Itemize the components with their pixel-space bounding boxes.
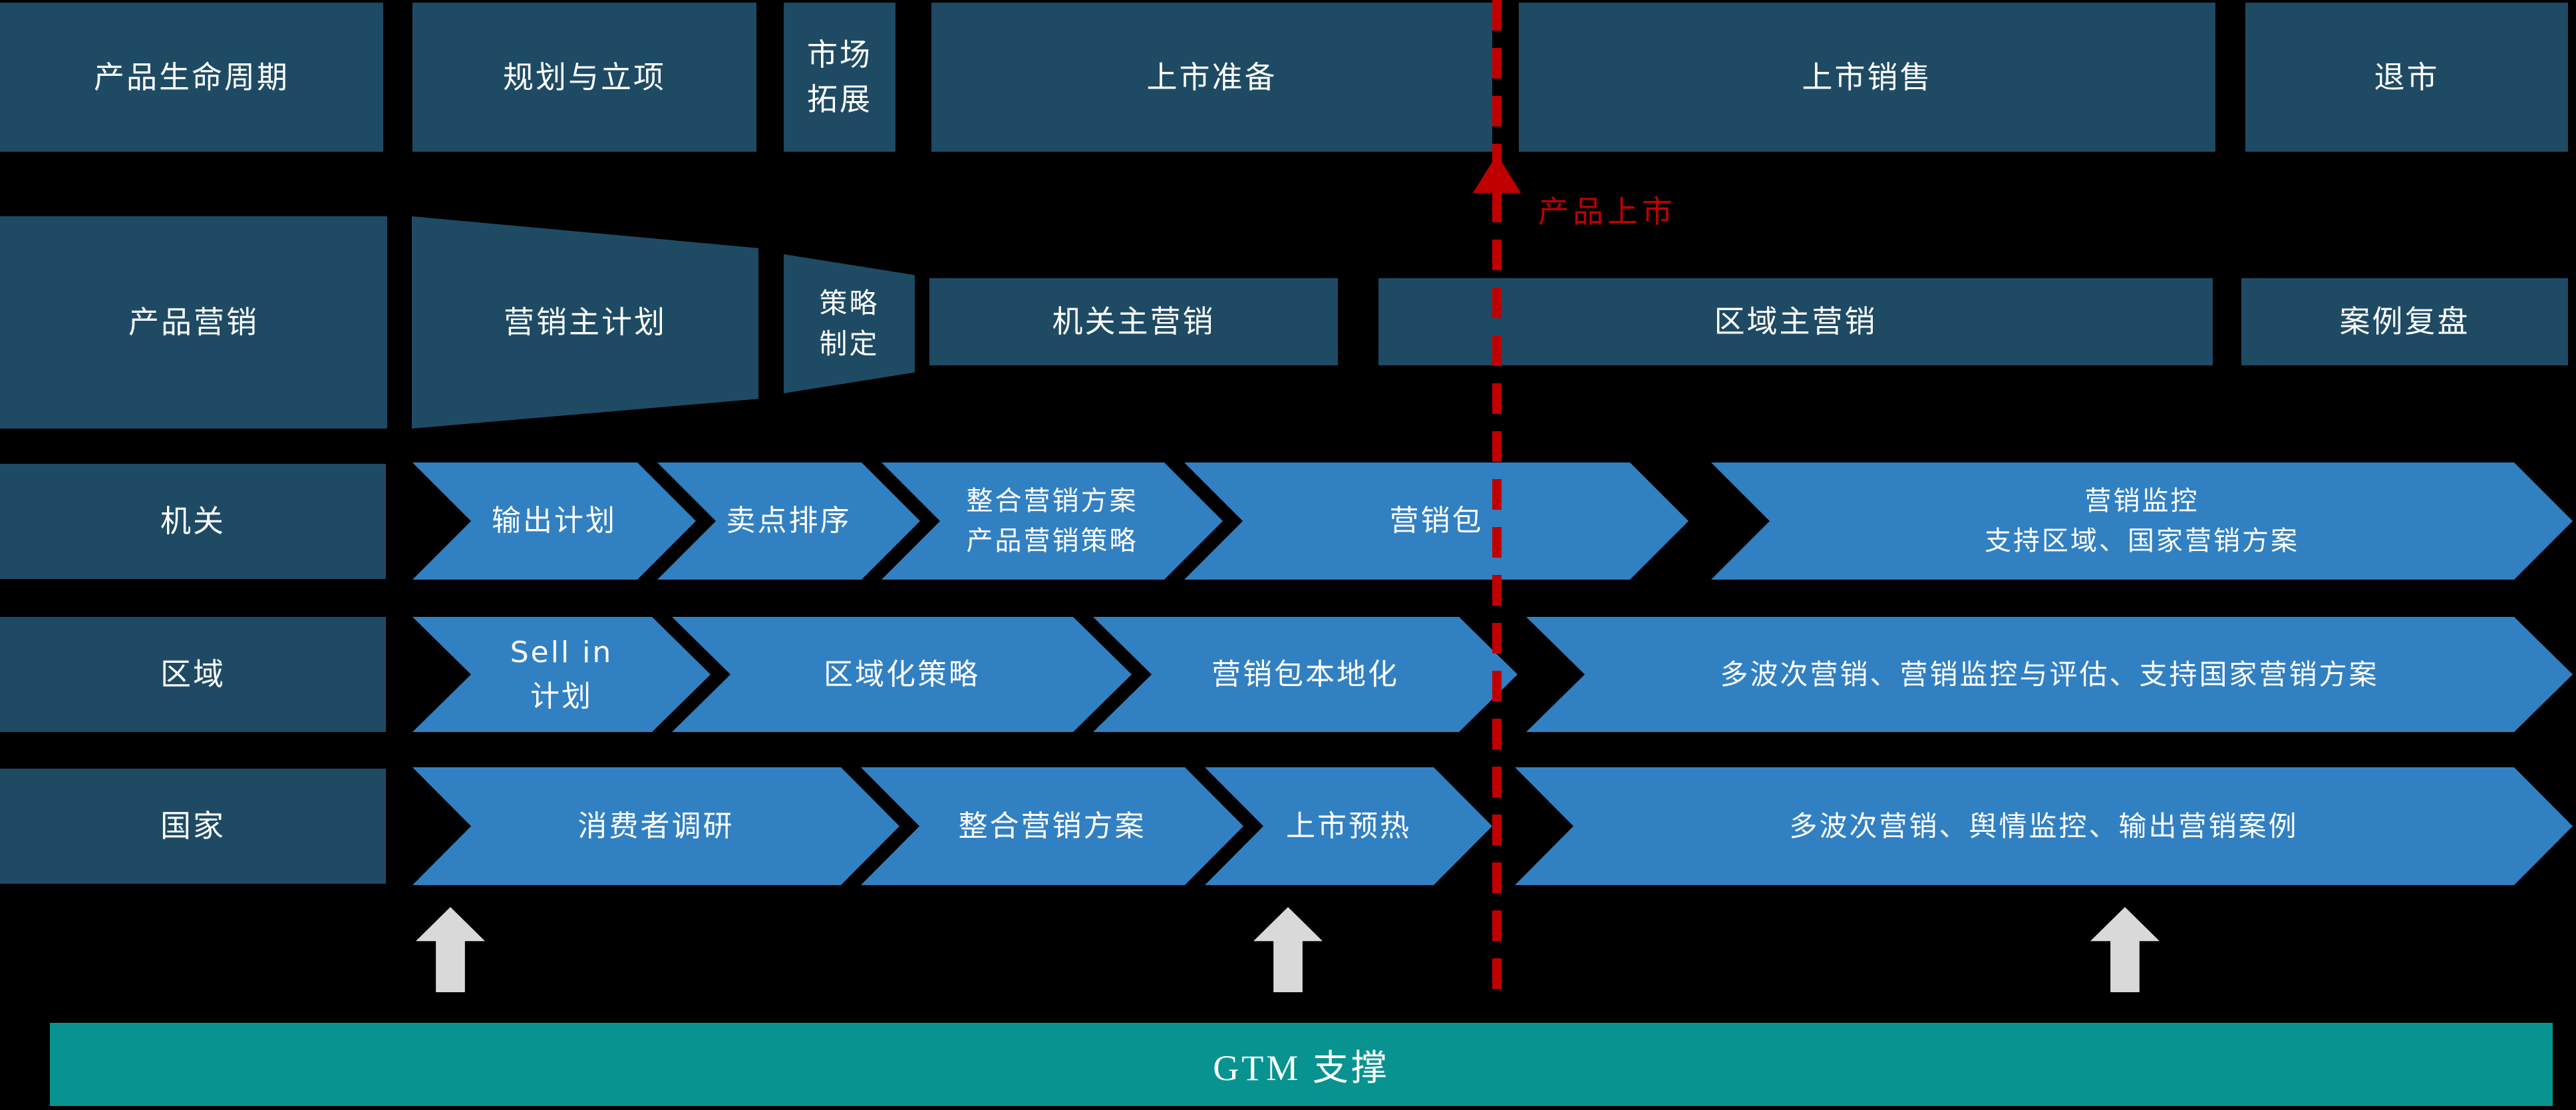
- case-review-label: 案例复盘: [2339, 303, 2470, 340]
- chevron-launch-preheat-label: 上市预热: [1286, 809, 1411, 843]
- gtm-up-arrow-icon: [2090, 907, 2160, 992]
- gtm-up-arrow-icon: [1253, 907, 1323, 992]
- lifecycle-header: 产品生命周期: [0, 3, 383, 152]
- stage-launch-sales: 上市销售: [1519, 3, 2215, 152]
- marketing-master-plan: 营销主计划: [412, 216, 758, 429]
- hq-led-marketing: 机关主营销: [929, 278, 1338, 365]
- chevron-selling-point-ranking-label: 卖点排序: [726, 504, 852, 538]
- chevron-sell-in-plan-line1: Sell in: [510, 635, 613, 669]
- region-row-header-label: 区域: [160, 656, 226, 693]
- stage-launch-prep: 上市准备: [931, 3, 1492, 152]
- region-led-marketing-label: 区域主营销: [1714, 303, 1877, 340]
- strategy-formulation: 策略 制定: [784, 254, 915, 393]
- chevron-integrated-line1: 整合营销方案: [966, 486, 1138, 516]
- chevron-marketing-package: 营销包: [1184, 462, 1689, 580]
- region-row-header: 区域: [0, 617, 386, 732]
- chevron-launch-preheat: 上市预热: [1205, 767, 1492, 885]
- chevron-regionalization-strategy-label: 区域化策略: [824, 657, 980, 691]
- country-row-header-label: 国家: [160, 808, 226, 844]
- product-launch-divider-line: [1492, 0, 1502, 998]
- launch-marker-arrow-icon: [1473, 154, 1521, 193]
- product-marketing-header-label: 产品营销: [128, 304, 259, 341]
- chevron-selling-point-ranking: 卖点排序: [657, 462, 920, 580]
- chevron-integrated-marketing-strategy: 整合营销方案 产品营销策略: [882, 462, 1223, 580]
- product-marketing-header: 产品营销: [0, 216, 387, 429]
- chevron-integrated-marketing-plan-label: 整合营销方案: [958, 809, 1146, 843]
- chevron-marketing-monitoring: 营销监控 支持区域、国家营销方案: [1711, 462, 2573, 580]
- chevron-output-plan-label: 输出计划: [492, 504, 617, 538]
- stage-launch-prep-label: 上市准备: [1146, 59, 1277, 95]
- chevron-marketing-monitoring-line2: 支持区域、国家营销方案: [1985, 526, 2299, 556]
- stage-delist-label: 退市: [2374, 59, 2440, 95]
- chevron-package-localization-label: 营销包本地化: [1211, 657, 1399, 691]
- gtm-up-arrow-icon: [416, 907, 485, 992]
- chevron-output-plan: 输出计划: [412, 462, 696, 580]
- product-launch-label: 产品上市: [1538, 194, 1677, 230]
- hq-led-marketing-label: 机关主营销: [1052, 303, 1215, 340]
- stage-launch-sales-label: 上市销售: [1802, 59, 1933, 95]
- lifecycle-header-label: 产品生命周期: [94, 59, 289, 95]
- gtm-support-bar-label: GTM 支撑: [1213, 1048, 1390, 1088]
- chevron-country-multi-wave-label: 多波次营销、舆情监控、输出营销案例: [1789, 810, 2299, 842]
- hq-row-header: 机关: [0, 464, 386, 579]
- chevron-region-multi-wave-label: 多波次营销、营销监控与评估、支持国家营销方案: [1720, 658, 2379, 691]
- stage-market-expansion: 市场 拓展: [784, 3, 895, 152]
- chevron-consumer-research-label: 消费者调研: [577, 809, 734, 843]
- strategy-formulation-line2: 制定: [819, 327, 880, 360]
- hq-row-header-label: 机关: [160, 503, 226, 540]
- chevron-country-multi-wave: 多波次营销、舆情监控、输出营销案例: [1515, 767, 2573, 885]
- marketing-master-plan-label: 营销主计划: [504, 304, 667, 341]
- chevron-consumer-research: 消费者调研: [412, 767, 899, 885]
- chevron-marketing-package-label: 营销包: [1389, 504, 1484, 538]
- stage-delist: 退市: [2245, 3, 2568, 152]
- strategy-formulation-line1: 策略: [819, 286, 880, 319]
- chevron-integrated-marketing-plan: 整合营销方案: [861, 767, 1243, 885]
- region-led-marketing: 区域主营销: [1378, 278, 2213, 365]
- stage-planning-label: 规划与立项: [503, 59, 666, 95]
- chevron-sell-in-plan: Sell in 计划: [412, 617, 711, 732]
- chevron-marketing-monitoring-line1: 营销监控: [2084, 486, 2199, 516]
- case-review: 案例复盘: [2241, 278, 2568, 365]
- chevron-regionalization-strategy: 区域化策略: [672, 617, 1132, 732]
- stage-market-expansion-line2: 拓展: [807, 81, 872, 117]
- chevron-package-localization: 营销包本地化: [1093, 617, 1518, 732]
- chevron-sell-in-plan-line2: 计划: [530, 679, 593, 713]
- chevron-integrated-line2: 产品营销策略: [966, 526, 1138, 556]
- country-row-header: 国家: [0, 769, 386, 884]
- stage-market-expansion-line1: 市场: [807, 37, 872, 73]
- gtm-support-bar: GTM 支撑: [50, 1023, 2553, 1106]
- chevron-region-multi-wave: 多波次营销、营销监控与评估、支持国家营销方案: [1526, 617, 2573, 732]
- stage-planning: 规划与立项: [412, 3, 756, 152]
